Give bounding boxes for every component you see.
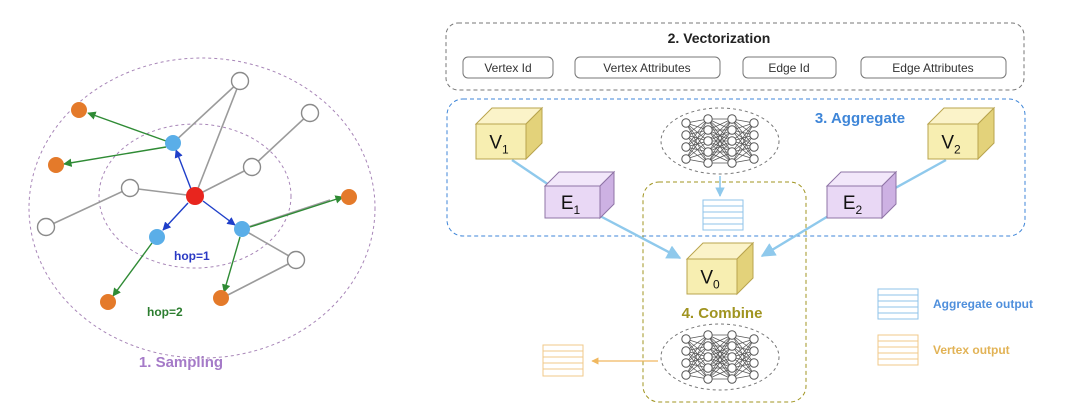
graph-node <box>120 178 140 198</box>
cube-label: E1 <box>561 193 581 217</box>
combine-title: 4. Combine <box>682 305 763 322</box>
graph-node <box>242 157 262 177</box>
chip-edge-attributes <box>860 56 1007 79</box>
hop2-node <box>100 294 116 310</box>
chip-vertex-attributes <box>574 56 721 79</box>
sampling-panel: hop=1 hop=2 1. Sampling <box>28 57 376 371</box>
legend-vertex-label: Vertex output <box>933 343 1010 357</box>
hop2-arrows <box>63 111 344 297</box>
legend-aggregate-swatch <box>877 288 919 320</box>
chip-label: Vertex Attributes <box>603 61 690 75</box>
root-node <box>186 187 204 205</box>
hop1-node <box>234 221 250 237</box>
chip-label: Edge Id <box>768 61 809 75</box>
hop2-node <box>48 157 64 173</box>
graph-node <box>300 103 320 123</box>
graph-node <box>36 217 56 237</box>
outer-hop-ring <box>28 57 376 359</box>
aggregate-title: 3. Aggregate <box>815 110 905 127</box>
hop2-label: hop=2 <box>147 305 183 319</box>
aggregate-panel: 3. Aggregate <box>446 98 1026 237</box>
legend-vertex-swatch <box>877 334 919 366</box>
vectorization-frame <box>445 22 1025 91</box>
vectorization-panel: 2. Vectorization Vertex Id Vertex Attrib… <box>445 22 1025 91</box>
chip-vertex-id <box>462 56 554 79</box>
hop1-arrows <box>162 149 236 231</box>
vertex-output-stack-icon <box>542 344 584 377</box>
cube-e2: E2 <box>825 170 898 220</box>
vectorization-title: 2. Vectorization <box>668 30 771 46</box>
combine-panel: 4. Combine <box>542 181 807 403</box>
hop2-node <box>341 189 357 205</box>
sampling-title: 1. Sampling <box>139 354 223 371</box>
cube-label: V2 <box>941 133 961 157</box>
combine-neural-net-icon <box>660 323 780 391</box>
graph-edges <box>45 80 331 299</box>
cube-label: V0 <box>700 268 720 292</box>
cube-e1: E1 <box>543 170 616 220</box>
aggregate-frame <box>446 98 1026 237</box>
chip-edge-id <box>742 56 837 79</box>
graph-node <box>286 250 306 270</box>
legend: Aggregate output Vertex output <box>877 288 1033 366</box>
hop1-node <box>149 229 165 245</box>
legend-aggregate-label: Aggregate output <box>933 297 1033 311</box>
aggregate-neural-net-icon <box>660 107 780 175</box>
hop2-node <box>71 102 87 118</box>
combine-frame <box>642 181 807 403</box>
chip-label: Edge Attributes <box>892 61 973 75</box>
graph-node <box>230 71 250 91</box>
chip-label: Vertex Id <box>484 61 531 75</box>
inner-hop-ring <box>98 123 292 269</box>
cube-v0: V0 <box>685 241 755 296</box>
cube-label: E2 <box>843 193 863 217</box>
cube-v2: V2 <box>926 106 996 161</box>
cube-v1: V1 <box>474 106 544 161</box>
hop1-node <box>165 135 181 151</box>
hop2-node <box>213 290 229 306</box>
flow-arrows <box>511 158 947 260</box>
cube-label: V1 <box>489 133 509 157</box>
aggregate-output-stack-icon <box>702 199 744 231</box>
hop1-label: hop=1 <box>174 249 210 263</box>
